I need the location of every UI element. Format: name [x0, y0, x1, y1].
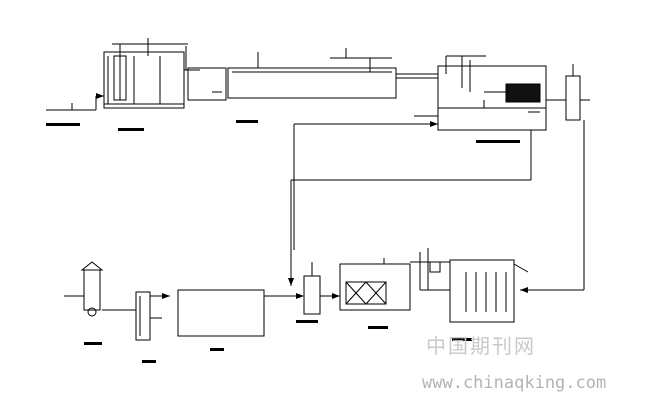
- reactor: [414, 55, 547, 131]
- filter-column-bottom: [303, 262, 340, 315]
- settling-tank: [419, 248, 529, 323]
- pipe-to-reactor: [396, 73, 438, 79]
- filter-unit: [339, 258, 450, 311]
- label-marks: [46, 120, 520, 363]
- watermark-chinese: 中国期刊网: [426, 334, 536, 358]
- inlet-pipe: [46, 95, 104, 111]
- pump-well: [102, 291, 170, 341]
- watermark-url: www.chinaqking.com: [422, 373, 607, 393]
- flow-arrows: [96, 93, 528, 299]
- tank-2: [187, 48, 397, 101]
- connector-pipes: [290, 120, 585, 291]
- outlet-tower: [64, 261, 104, 317]
- tank-1: [103, 38, 200, 109]
- storage-tank: [177, 289, 300, 337]
- filter-column-top: [546, 64, 590, 121]
